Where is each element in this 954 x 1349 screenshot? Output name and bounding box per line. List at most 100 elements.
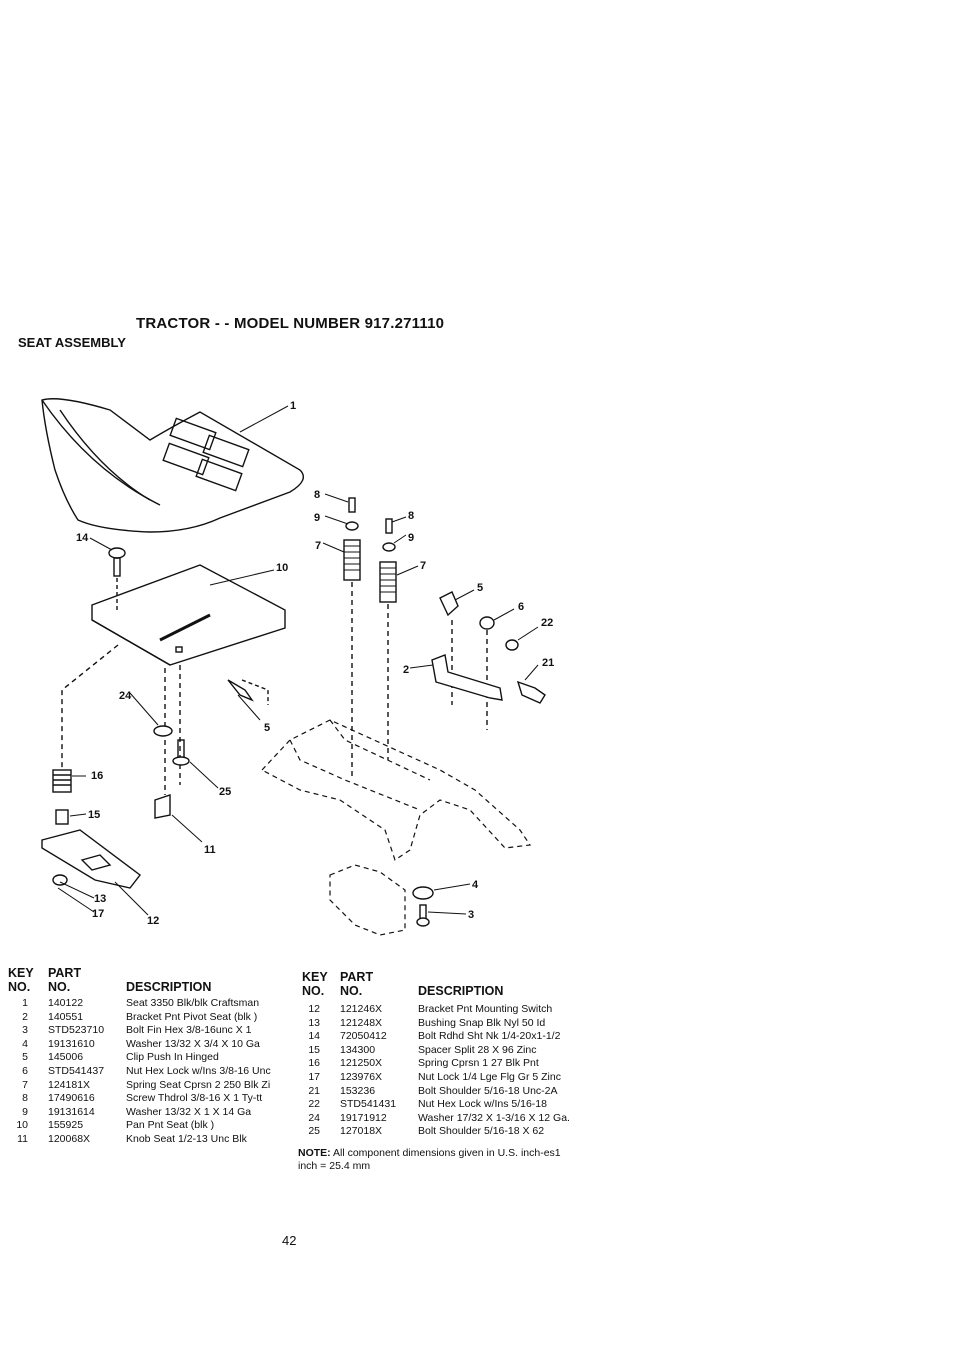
part-header-2: NO. <box>48 980 71 994</box>
key-no: 22 <box>308 1098 320 1111</box>
table-header: KEY NO. PART NO. DESCRIPTION <box>300 969 590 1003</box>
page-number: 42 <box>282 1233 297 1248</box>
key-header-1: KEY <box>302 970 328 984</box>
key-no: 21 <box>308 1084 320 1097</box>
key-no: 1 <box>22 997 28 1009</box>
key-no: 8 <box>22 1092 28 1105</box>
part-no: 19171912 <box>340 1111 387 1124</box>
callout-9: 9 <box>314 512 320 524</box>
callout-15: 15 <box>88 809 100 821</box>
table-row: 12 121246X Bracket Pnt Mounting Switch <box>300 1003 590 1017</box>
part-description: Nut Hex Lock w/Ins 3/8-16 Unc <box>126 1064 271 1077</box>
key-no: 12 <box>308 1003 320 1015</box>
part-header-2: NO. <box>340 984 363 998</box>
key-no: 14 <box>308 1030 320 1043</box>
part-no: STD523710 <box>48 1024 105 1037</box>
callout-9b: 9 <box>408 532 414 544</box>
part-description: Bushing Snap Blk Nyl 50 Id <box>418 1016 546 1029</box>
page-title: TRACTOR - - MODEL NUMBER 917.271110 <box>136 315 445 332</box>
callout-7b: 7 <box>420 560 426 572</box>
callout-8b: 8 <box>408 510 414 522</box>
key-no: 13 <box>308 1016 320 1029</box>
callout-10: 10 <box>276 562 288 574</box>
note-label: NOTE: <box>298 1147 331 1159</box>
callout-6: 6 <box>518 601 524 613</box>
callout-2: 2 <box>403 664 409 676</box>
part-no: STD541437 <box>48 1064 105 1077</box>
bolt-14-illustration <box>108 547 126 612</box>
callout-22: 22 <box>541 617 553 629</box>
part-description: Bracket Pnt Mounting Switch <box>418 1003 553 1015</box>
key-no: 9 <box>22 1105 28 1118</box>
key-no: 4 <box>22 1037 28 1050</box>
callout-14: 14 <box>76 532 89 544</box>
callout-labels: 1 2 3 4 5 5 6 7 7 8 8 9 9 10 11 12 13 14… <box>76 400 554 927</box>
key-header-2: NO. <box>302 984 325 998</box>
callout-5: 5 <box>477 582 483 594</box>
seat-illustration <box>41 398 304 533</box>
section-title: SEAT ASSEMBLY <box>18 335 126 350</box>
key-no: 6 <box>22 1064 28 1077</box>
part-no: 72050412 <box>340 1030 387 1043</box>
part-description: Spring Cprsn 1 27 Blk Pnt <box>418 1057 539 1070</box>
key-no: 15 <box>308 1043 320 1056</box>
part-no: 121248X <box>340 1016 383 1029</box>
key-no: 7 <box>22 1078 28 1091</box>
callout-12: 12 <box>147 915 159 927</box>
callout-11: 11 <box>204 844 216 856</box>
part-no: STD541431 <box>340 1098 397 1111</box>
table-header: KEY NO. PART NO. DESCRIPTION <box>8 967 288 997</box>
part-description: Washer 17/32 X 1-3/16 X 12 Ga. <box>418 1111 570 1124</box>
table-row: 15 134300 Spacer Split 28 X 96 Zinc <box>300 1044 590 1058</box>
part-no: 120068X <box>48 1132 91 1145</box>
callout-13: 13 <box>94 893 106 905</box>
exploded-parts-diagram: 1 2 3 4 5 5 6 7 7 8 8 9 9 10 11 12 13 14… <box>0 380 954 960</box>
callout-17: 17 <box>92 908 104 920</box>
part-description: Washer 13/32 X 1 X 14 Ga <box>126 1105 252 1118</box>
key-no: 2 <box>22 1010 28 1023</box>
table-row: 6 STD541437 Nut Hex Lock w/Ins 3/8-16 Unc <box>8 1065 288 1079</box>
key-header-2: NO. <box>8 980 31 994</box>
note-text: All component dimensions given in U.S. i… <box>298 1147 561 1172</box>
part-no: 155925 <box>48 1119 84 1132</box>
part-no: 121246X <box>340 1003 383 1015</box>
callout-4: 4 <box>472 879 479 891</box>
table-row: 13 121248X Bushing Snap Blk Nyl 50 Id <box>300 1017 590 1031</box>
part-description: Washer 13/32 X 3/4 X 10 Ga <box>126 1037 260 1050</box>
table-row: 9 19131614 Washer 13/32 X 1 X 14 Ga <box>8 1106 288 1120</box>
part-no: 140551 <box>48 1010 84 1023</box>
description-header: DESCRIPTION <box>418 984 504 998</box>
callout-3: 3 <box>468 909 474 921</box>
callout-16: 16 <box>91 770 103 782</box>
part-no: 17490616 <box>48 1092 95 1105</box>
part-description: Spring Seat Cprsn 2 250 Blk Zi <box>126 1078 271 1091</box>
part-description: Bolt Fin Hex 3/8-16unc X 1 <box>126 1024 252 1037</box>
part-description: Spacer Split 28 X 96 Zinc <box>418 1043 537 1056</box>
parts-table-right: KEY NO. PART NO. DESCRIPTION 12 121246X Br… <box>300 969 590 1139</box>
part-description: Bolt Rdhd Sht Nk 1/4-20x1-1/2 <box>418 1030 561 1043</box>
callout-8: 8 <box>314 489 320 501</box>
callout-24: 24 <box>119 690 132 702</box>
part-no: 19131614 <box>48 1105 95 1118</box>
key-no: 17 <box>308 1070 320 1083</box>
spring-16-illustration <box>52 769 72 793</box>
table-row: 14 72050412 Bolt Rdhd Sht Nk 1/4-20x1-1/2 <box>300 1030 590 1044</box>
part-no: 134300 <box>340 1043 376 1056</box>
part-no: 140122 <box>48 997 84 1009</box>
part-description: Bolt Shoulder 5/16-18 Unc-2A <box>418 1084 558 1097</box>
callout-25: 25 <box>219 786 231 798</box>
part-description: Pan Pnt Seat (blk ) <box>126 1119 215 1132</box>
